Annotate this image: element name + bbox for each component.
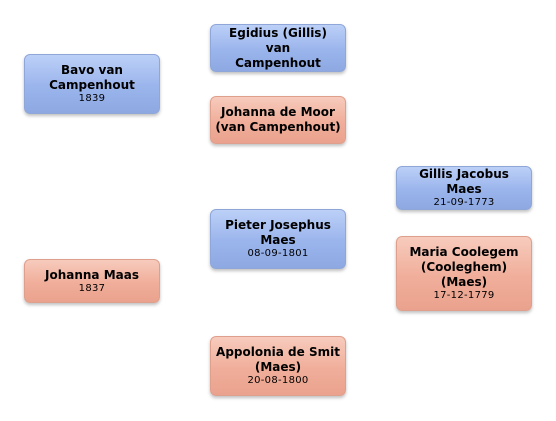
person-box-egidius-van-campenhout[interactable]: Egidius (Gillis) van Campenhout [210, 24, 346, 72]
person-box-gillis-jacobus-maes[interactable]: Gillis Jacobus Maes 21-09-1773 [396, 166, 532, 210]
person-box-johanna-maas[interactable]: Johanna Maas 1837 [24, 259, 160, 303]
person-name: Appolonia de Smit (Maes) [216, 345, 340, 374]
person-box-pieter-josephus-maes[interactable]: Pieter Josephus Maes 08-09-1801 [210, 209, 346, 269]
person-date: 17-12-1779 [433, 290, 495, 301]
person-date: 1837 [78, 282, 106, 294]
person-box-maria-coolegem[interactable]: Maria Coolegem (Cooleghem) (Maes) 17-12-… [396, 236, 532, 311]
person-name: Johanna Maas [45, 267, 139, 282]
person-date: 21-09-1773 [433, 197, 495, 208]
person-name: Johanna de Moor (van Campenhout) [215, 105, 341, 134]
person-box-bavo-van-campenhout[interactable]: Bavo van Campenhout 1839 [24, 54, 160, 114]
person-box-johanna-de-moor[interactable]: Johanna de Moor (van Campenhout) [210, 96, 346, 144]
person-date: 1839 [78, 93, 106, 104]
person-name: Bavo van Campenhout [49, 63, 135, 92]
person-date: 08-09-1801 [247, 248, 309, 259]
person-name: Gillis Jacobus Maes [419, 167, 509, 196]
person-box-appolonia-de-smit[interactable]: Appolonia de Smit (Maes) 20-08-1800 [210, 336, 346, 396]
person-name: Pieter Josephus Maes [225, 218, 331, 247]
person-date: 20-08-1800 [247, 375, 309, 386]
person-name: Maria Coolegem (Cooleghem) (Maes) [409, 245, 519, 289]
person-name: Egidius (Gillis) van Campenhout [229, 25, 327, 70]
